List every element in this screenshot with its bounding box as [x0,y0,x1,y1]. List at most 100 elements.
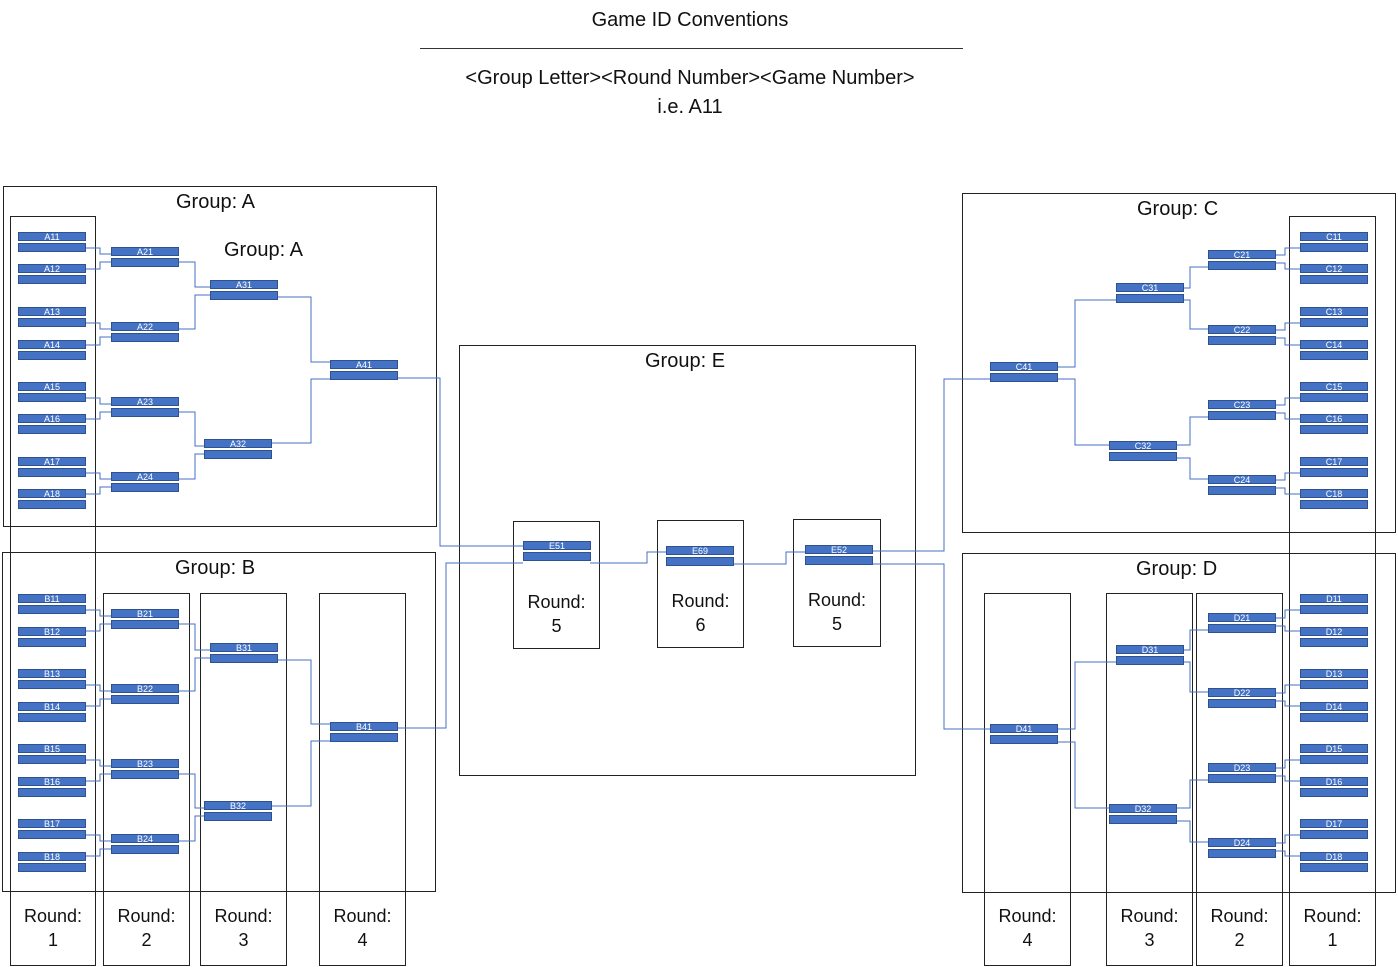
connector-line [179,773,204,809]
connector-line [271,378,330,444]
connector-line [86,261,111,270]
round-number: 1 [47,930,58,950]
connector-line [86,472,111,480]
game-slot [1300,318,1368,327]
connector-line [86,623,111,632]
game-id: B12 [18,627,86,636]
game-slot [18,605,86,614]
group-c-label: Group: C [1137,198,1219,220]
connector-line [1057,741,1109,809]
game-box: D24 [1208,838,1276,858]
game-box: A13 [18,307,86,327]
game-id: D13 [1300,669,1368,678]
game-id: D18 [1300,852,1368,861]
game-id: D22 [1208,688,1276,697]
connector-line [1057,661,1116,730]
game-slot [111,333,179,342]
round-4-right-column [984,593,1071,966]
round-number: 2 [141,930,152,950]
game-slot [1300,393,1368,402]
game-slot [1208,849,1276,858]
group-a-box [3,186,437,527]
game-box: D32 [1109,804,1177,824]
game-box: B15 [18,744,86,764]
connector-line [271,740,330,807]
game-slot [1208,411,1276,420]
game-box: A21 [111,247,179,267]
game-id: D32 [1109,804,1177,813]
game-box: A11 [18,232,86,252]
game-box: B12 [18,627,86,647]
round-label: Round:4 [319,904,406,952]
round-word: Round: [807,590,867,610]
round-number: 5 [551,616,562,636]
game-slot [1208,486,1276,495]
convention-text: <Group Letter><Round Number><Game Number… [465,67,915,89]
connector-line [1275,700,1300,707]
connector-line [1275,247,1300,256]
connector-line [1275,337,1300,346]
game-box: B18 [18,852,86,872]
game-id: C14 [1300,340,1368,349]
connector-line [1275,412,1300,420]
connector-line [1275,609,1300,619]
connector-line [1275,397,1300,406]
group-b-box [2,552,436,892]
game-box: A18 [18,489,86,509]
game-slot [1208,261,1276,270]
game-slot [1300,680,1368,689]
game-id: C32 [1109,441,1177,450]
connector-line [1275,775,1300,782]
game-id: C15 [1300,382,1368,391]
game-box: D21 [1208,613,1276,633]
round-3-left-column [200,593,287,966]
game-id: B13 [18,669,86,678]
round-label: Round:4 [984,904,1071,952]
round-label: Round:6 [657,589,744,637]
connector-line [179,294,210,330]
game-id: A22 [111,322,179,331]
round-label: Round:2 [1196,904,1283,952]
game-id: A11 [18,232,86,241]
diagram-title: Game ID Conventions [591,9,789,31]
game-slot [1300,788,1368,797]
game-box: D41 [990,724,1058,744]
connector-line [179,453,204,480]
round-4-left-column [319,593,406,966]
game-id: C13 [1300,307,1368,316]
game-id: B23 [111,759,179,768]
round-number: 4 [357,930,368,950]
title-divider [420,48,963,49]
game-slot [1109,452,1177,461]
game-id: B15 [18,744,86,753]
game-id: A13 [18,307,86,316]
game-slot [1300,713,1368,722]
game-box: C32 [1109,441,1177,461]
game-box: A23 [111,397,179,417]
game-slot [1300,275,1368,284]
game-slot [805,556,873,565]
connector-line [86,848,111,857]
game-box: D23 [1208,763,1276,783]
game-slot [111,620,179,629]
game-id: D24 [1208,838,1276,847]
game-box: C21 [1208,250,1276,270]
game-slot [18,275,86,284]
connector-line [1183,629,1208,651]
group-b-label: Group: B [175,557,256,579]
game-box: A22 [111,322,179,342]
game-box: B24 [111,834,179,854]
group-d-box [962,553,1396,893]
round-1-right-column [1289,216,1376,966]
game-id: C23 [1208,400,1276,409]
game-id: B16 [18,777,86,786]
connector-line [1275,625,1300,632]
round-number: 1 [1327,930,1338,950]
round-word: Round: [1120,906,1179,926]
group-e-box [459,345,916,776]
game-id: C21 [1208,250,1276,259]
game-id: D21 [1208,613,1276,622]
game-box: D11 [1300,594,1368,614]
game-id: D31 [1116,645,1184,654]
game-id: C18 [1300,489,1368,498]
